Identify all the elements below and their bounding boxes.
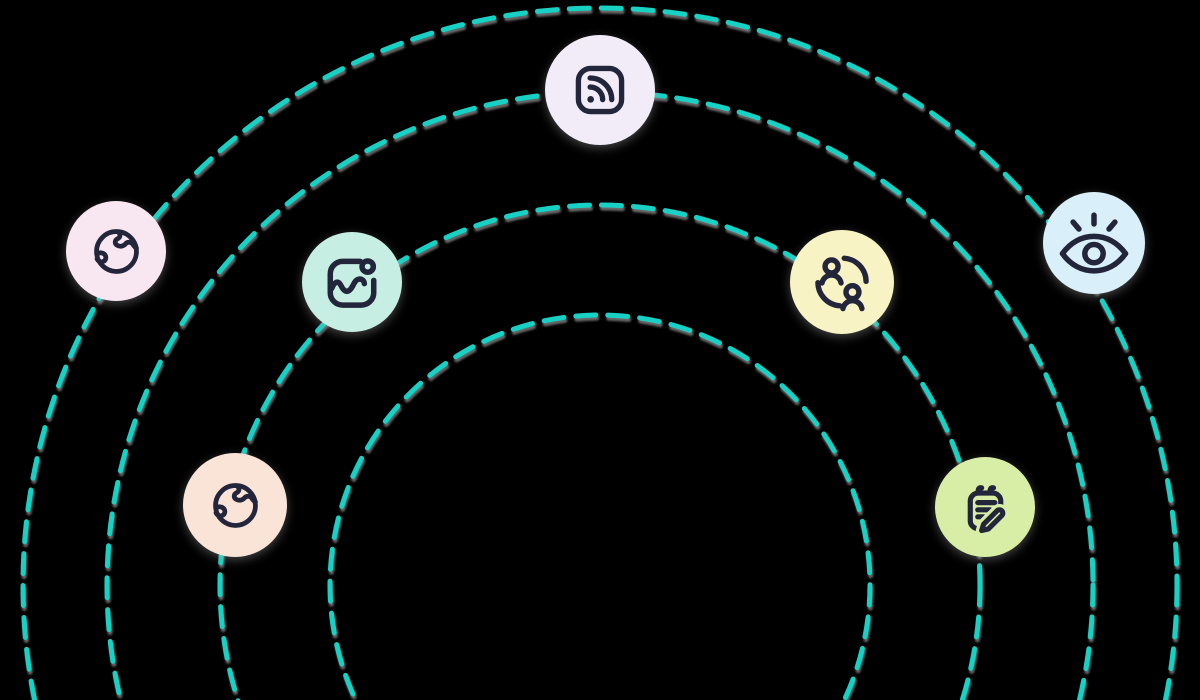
eye-icon	[1059, 212, 1129, 274]
users-sync-icon	[815, 255, 869, 312]
media-wave-icon	[327, 258, 377, 308]
node-users-sync	[790, 230, 894, 334]
notes-pencil-icon	[967, 485, 1009, 537]
node-eye	[1043, 192, 1145, 294]
node-notes	[935, 457, 1035, 557]
globe-icon	[212, 482, 258, 528]
node-rss	[545, 35, 655, 145]
rss-icon	[575, 65, 625, 115]
node-media-wave	[302, 232, 402, 332]
node-globe-southwest	[183, 453, 287, 557]
node-globe-west	[66, 201, 166, 301]
globe-icon	[93, 228, 139, 274]
